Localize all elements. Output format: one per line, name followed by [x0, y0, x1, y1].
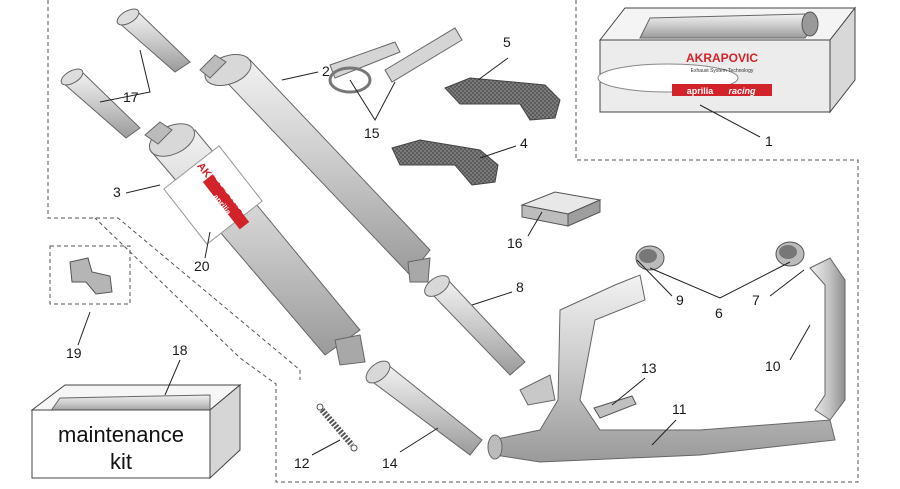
callout-19: 19 — [66, 345, 82, 361]
maintenance-kit-label-line1: maintenance — [58, 422, 184, 447]
racing-box-logo: racing — [728, 86, 756, 96]
callout-6: 6 — [715, 305, 723, 321]
small-bracket-19 — [69, 257, 113, 295]
maintenance-kit-label-line2: kit — [110, 449, 132, 474]
callout-3: 3 — [113, 184, 121, 200]
callout-7: 7 — [752, 292, 760, 308]
callout-8: 8 — [516, 279, 524, 295]
callout-1: 1 — [765, 133, 773, 149]
mid-pipe-8 — [424, 275, 526, 376]
callout-18: 18 — [172, 342, 188, 358]
upper-group-boundary — [47, 0, 859, 483]
maintenance-kit-box: maintenance kit — [30, 383, 242, 480]
callout-20: 20 — [194, 258, 210, 274]
callout-numbers: 1 2 3 4 5 6 7 8 9 10 11 12 13 14 15 16 1… — [66, 34, 781, 471]
carbon-bracket-5 — [444, 77, 561, 121]
exhaust-headers — [487, 257, 846, 463]
callout-14: 14 — [382, 455, 398, 471]
callout-11: 11 — [672, 401, 687, 417]
spring-12 — [316, 403, 358, 452]
header-bracket-13 — [593, 395, 637, 419]
akrapovic-box: AKRAPOVIC Exhaust System Technology apri… — [597, 6, 857, 114]
akrapovic-box-logo: AKRAPOVIC — [686, 51, 758, 65]
callout-17: 17 — [123, 89, 139, 105]
bracket-19-boundary — [49, 245, 131, 305]
callout-12: 12 — [294, 455, 310, 471]
callout-15: 15 — [364, 125, 380, 141]
callout-13: 13 — [641, 360, 657, 376]
callout-4: 4 — [520, 135, 528, 151]
ecu-module — [520, 191, 602, 227]
carbon-bracket-4 — [391, 139, 499, 186]
link-pipes — [60, 8, 191, 139]
muffler-clamps — [328, 27, 463, 94]
aprilia-box-logo: aprilia — [687, 86, 715, 96]
exhaust-gaskets — [635, 241, 805, 271]
lower-muffler: AKRAPOVIC aprilia — [144, 121, 366, 366]
link-pipe-14 — [365, 360, 483, 456]
upper-muffler — [199, 53, 431, 283]
callout-2: 2 — [322, 63, 330, 79]
akrapovic-box-tagline: Exhaust System Technology — [691, 68, 754, 74]
callout-10: 10 — [765, 358, 781, 374]
callout-9: 9 — [676, 292, 684, 308]
callout-16: 16 — [507, 235, 523, 251]
callout-5: 5 — [503, 34, 511, 50]
leader-lines — [77, 49, 811, 456]
